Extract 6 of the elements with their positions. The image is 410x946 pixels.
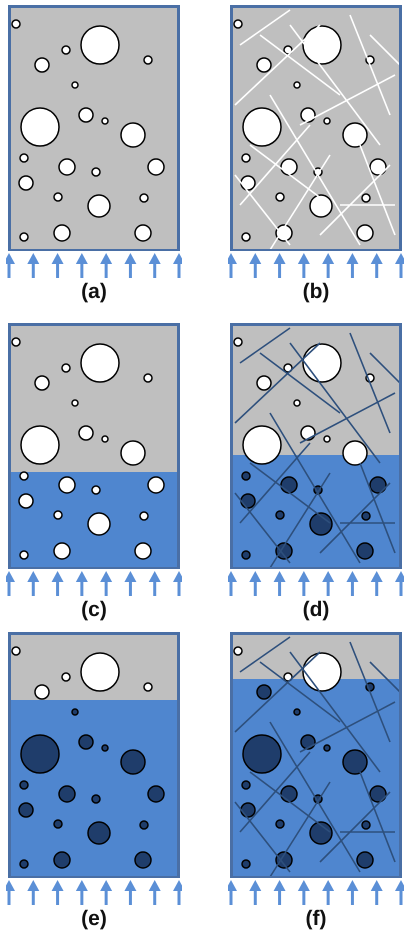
panel-label: (d) xyxy=(302,598,330,622)
panel-label: (c) xyxy=(80,598,108,622)
panel-label: (b) xyxy=(302,280,330,304)
panel-label: (f) xyxy=(304,907,328,931)
panel-label: (e) xyxy=(80,907,108,931)
panel-label: (a) xyxy=(80,280,108,304)
